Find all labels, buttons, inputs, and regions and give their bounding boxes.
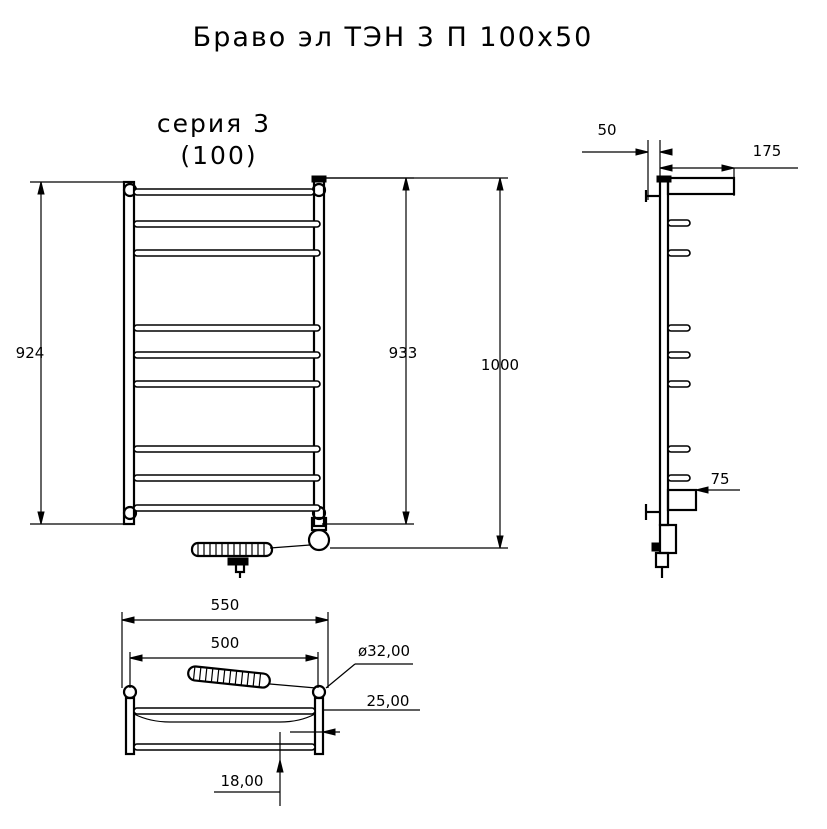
plug-icon [227,557,249,578]
rung-8 [133,474,321,482]
series-size-label: (100) [180,141,257,170]
dim-height-933: 933 [389,344,418,362]
rung-7 [133,445,321,453]
dim-diameter-32: ø32,00 [358,642,410,660]
rung-3 [133,249,321,257]
top-view: 550 500 ø32,00 25,00 [121,596,420,806]
side-view: 50 175 75 [582,121,798,578]
heating-cable-coil-top [187,665,317,689]
dim-height-1000: 1000 [481,356,519,374]
rung-5 [133,351,321,359]
series-label: серия 3 [157,109,271,138]
dim-offset-18: 18,00 [221,772,264,790]
rung-9 [133,504,321,512]
heating-cable-coil [190,541,274,558]
dim-depth-75: 75 [710,470,729,488]
dim-width-550: 550 [211,596,240,614]
front-view: 924 933 1000 [16,175,519,578]
rung-4 [133,324,321,332]
dim-width-500: 500 [211,634,240,652]
drawing-title: Браво эл ТЭН 3 П 100x50 [193,22,594,53]
rung-2 [133,220,321,228]
dim-height-924: 924 [16,344,45,362]
dim-offset-25: 25,00 [367,692,410,710]
dim-depth-175: 175 [753,142,782,160]
dim-depth-50: 50 [597,121,616,139]
rung-6 [133,380,321,388]
rung-1 [133,188,315,196]
